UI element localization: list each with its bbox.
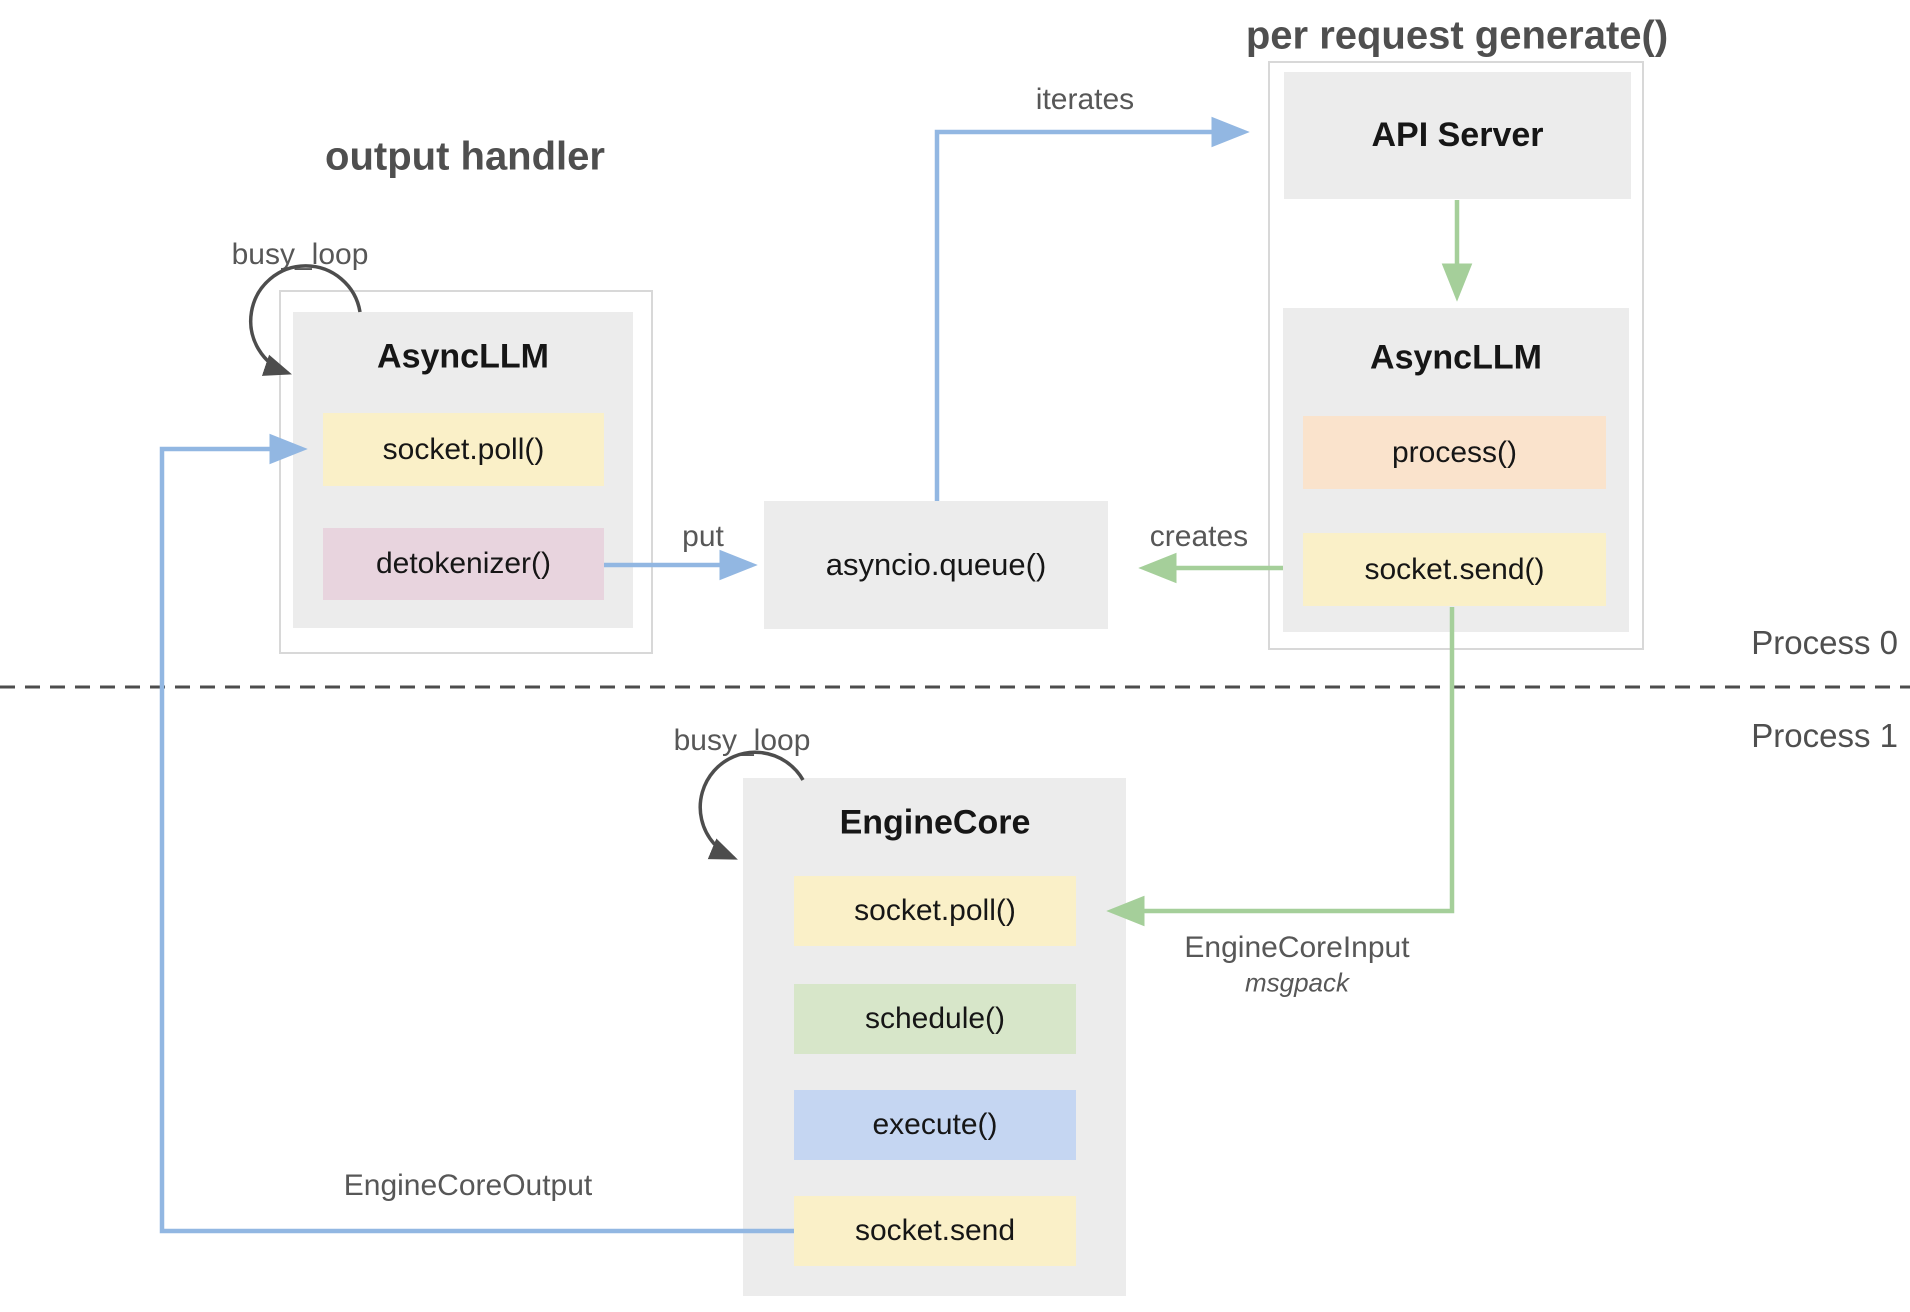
- api-server-title: API Server: [1371, 116, 1544, 154]
- socket-poll-row-left: socket.poll(): [323, 413, 604, 486]
- engine-core-input-label: EngineCoreInput: [1184, 931, 1410, 964]
- process-label: process(): [1391, 435, 1518, 469]
- engine-core-input-arrow: [1106, 607, 1455, 927]
- async-llm-left-title: AsyncLLM: [377, 337, 549, 376]
- detokenizer-label: detokenizer(): [375, 547, 552, 580]
- async-llm-right-title: AsyncLLM: [1370, 338, 1542, 377]
- process-1-label: Process 1: [1751, 717, 1898, 754]
- socket-poll-left-label: socket.poll(): [382, 432, 545, 466]
- creates-label: creates: [1149, 520, 1249, 553]
- detokenizer-row: detokenizer(): [323, 528, 604, 600]
- execute-label: execute(): [872, 1108, 998, 1141]
- engine-core-node: EngineCore socket.poll() schedule() exec…: [743, 778, 1126, 1296]
- engine-socket-send-label: socket.send: [854, 1214, 1016, 1247]
- process-row: process(): [1303, 416, 1606, 489]
- engine-socket-poll-row: socket.poll(): [794, 876, 1076, 946]
- per-request-generate-title: per request generate(): [1245, 13, 1669, 58]
- async-llm-left-node: AsyncLLM socket.poll() detokenizer(): [293, 312, 633, 628]
- asyncio-queue-node: asyncio.queue(): [764, 501, 1108, 629]
- iterates-arrow: [934, 116, 1250, 501]
- engine-socket-send-row: socket.send: [794, 1196, 1076, 1266]
- schedule-row: schedule(): [794, 984, 1076, 1054]
- busy-loop-label-engine: busy_loop: [673, 724, 811, 757]
- process-0-label: Process 0: [1751, 624, 1898, 661]
- output-handler-title: output handler: [325, 134, 605, 179]
- busy-loop-label-left: busy_loop: [231, 238, 369, 271]
- api-server-node: API Server: [1284, 72, 1631, 199]
- schedule-label: schedule(): [864, 1002, 1006, 1035]
- socket-send-right-label: socket.send(): [1364, 552, 1545, 586]
- engine-core-title: EngineCore: [839, 803, 1031, 842]
- asyncio-queue-label: asyncio.queue(): [825, 547, 1047, 582]
- msgpack-label: msgpack: [1244, 967, 1350, 998]
- engine-core-output-label: EngineCoreOutput: [343, 1169, 593, 1202]
- engine-socket-poll-label: socket.poll(): [854, 894, 1016, 927]
- put-label: put: [682, 520, 724, 553]
- async-llm-right-node: AsyncLLM process() socket.send(): [1283, 308, 1629, 632]
- execute-row: execute(): [794, 1090, 1076, 1160]
- socket-send-row-right: socket.send(): [1303, 533, 1606, 606]
- iterates-label: iterates: [1035, 83, 1135, 116]
